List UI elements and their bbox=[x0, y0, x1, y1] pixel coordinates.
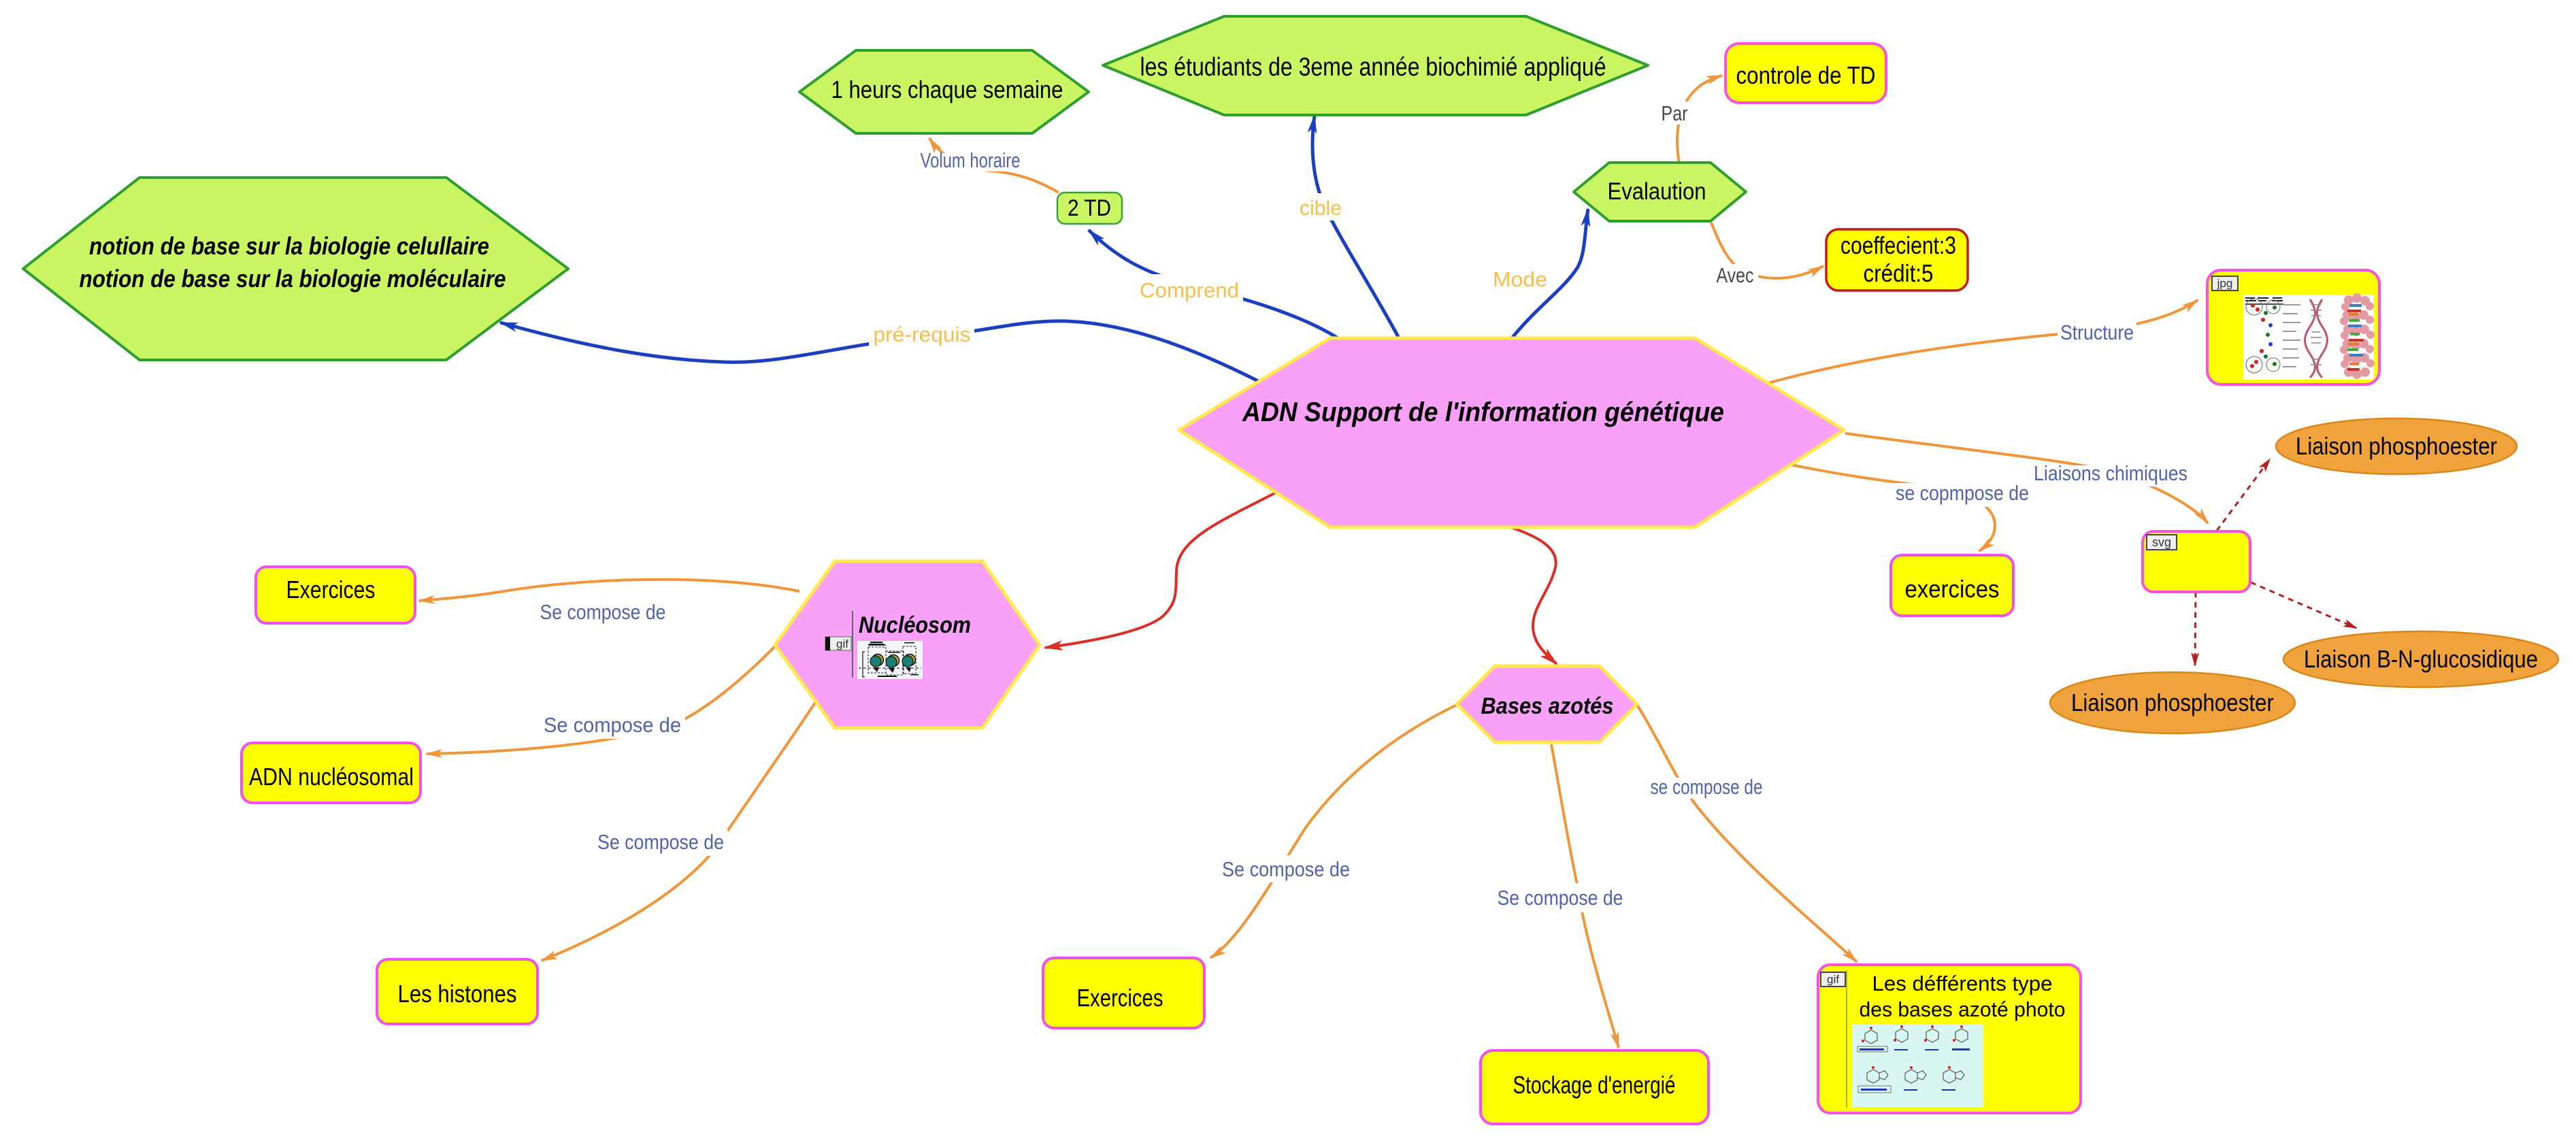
svg-text:crédit:5: crédit:5 bbox=[1864, 259, 1934, 287]
svg-text:2 TD: 2 TD bbox=[1068, 195, 1111, 221]
svg-text:des bases azoté photo: des bases azoté photo bbox=[1860, 997, 2066, 1021]
svg-text:jpg: jpg bbox=[2217, 277, 2233, 290]
svg-text:gif: gif bbox=[836, 637, 848, 650]
svg-text:Liaisons chimiques: Liaisons chimiques bbox=[2034, 461, 2187, 485]
svg-text:se compose de: se compose de bbox=[1651, 775, 1763, 799]
svg-text:Nucléosom: Nucléosom bbox=[859, 612, 971, 638]
svg-text:Bases azotés: Bases azotés bbox=[1481, 693, 1614, 719]
svg-text:Liaison phosphoester: Liaison phosphoester bbox=[2071, 689, 2274, 716]
svg-text:ADN nucléosomal: ADN nucléosomal bbox=[249, 763, 414, 791]
svg-text:Les défférents type: Les défférents type bbox=[1872, 972, 2053, 995]
svg-text:Par: Par bbox=[1662, 101, 1688, 125]
svg-text:Evalaution: Evalaution bbox=[1608, 178, 1706, 205]
svg-text:Se compose de: Se compose de bbox=[1222, 857, 1350, 881]
svg-text:Exercices: Exercices bbox=[286, 576, 376, 603]
svg-text:gif: gif bbox=[1827, 973, 1839, 986]
svg-text:Liaison phosphoester: Liaison phosphoester bbox=[2296, 432, 2497, 460]
svg-text:Exercices: Exercices bbox=[1077, 984, 1163, 1012]
svg-text:coeffecient:3: coeffecient:3 bbox=[1840, 231, 1956, 259]
svg-text:notion de base sur la biologie: notion de base sur la biologie celullair… bbox=[89, 232, 489, 260]
svg-text:Avec: Avec bbox=[1717, 263, 1754, 287]
svg-text:svg: svg bbox=[2152, 535, 2171, 549]
svg-text:Stockage d'energié: Stockage d'energié bbox=[1513, 1071, 1676, 1099]
svg-text:controle de TD: controle de TD bbox=[1736, 61, 1876, 89]
svg-text:Comprend: Comprend bbox=[1140, 278, 1239, 302]
svg-text:se copmpose de: se copmpose de bbox=[1896, 481, 2029, 505]
svg-text:Se compose de: Se compose de bbox=[597, 830, 724, 854]
svg-text:Volum horaire: Volum horaire bbox=[921, 148, 1021, 172]
svg-text:Structure: Structure bbox=[2060, 320, 2134, 344]
svg-text:Mode: Mode bbox=[1493, 267, 1547, 291]
svg-text:Se compose de: Se compose de bbox=[1498, 886, 1623, 910]
svg-text:ADN Support de l'information g: ADN Support de l'information génétique bbox=[1242, 397, 1724, 427]
svg-text:les étudiants de 3eme année bi: les étudiants de 3eme année biochimié ap… bbox=[1140, 53, 1606, 82]
svg-text:cible: cible bbox=[1300, 196, 1342, 220]
svg-text:exercices: exercices bbox=[1905, 575, 2000, 603]
svg-text:1 heurs chaque semaine: 1 heurs chaque semaine bbox=[831, 76, 1063, 103]
svg-text:notion de base sur la biologie: notion de base sur la biologie moléculai… bbox=[80, 265, 506, 293]
svg-text:Liaison B-N-glucosidique: Liaison B-N-glucosidique bbox=[2304, 645, 2538, 673]
svg-text:pré-requis: pré-requis bbox=[874, 322, 971, 346]
svg-text:Se compose de: Se compose de bbox=[544, 713, 681, 737]
svg-text:Les histones: Les histones bbox=[398, 980, 517, 1008]
svg-text:Se compose de: Se compose de bbox=[540, 600, 666, 624]
